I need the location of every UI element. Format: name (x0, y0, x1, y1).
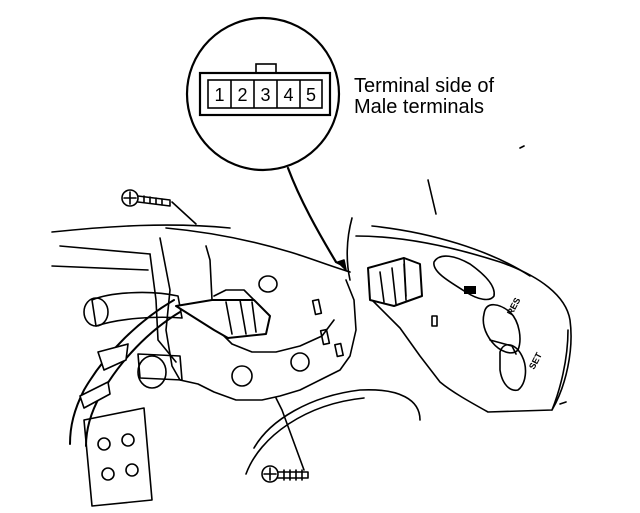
wheel-rim-outer (245, 397, 365, 475)
leader-line (286, 166, 346, 268)
pin-1-label: 1 (214, 85, 224, 105)
hub-slot-1 (311, 298, 323, 316)
terminal-caption: Terminal side of Male terminals (354, 76, 494, 118)
set-button (499, 344, 527, 392)
lower-plate (83, 407, 153, 507)
harness-clip-lower (79, 381, 111, 409)
plate-hole-4 (125, 463, 139, 477)
connector-ridge (403, 257, 407, 297)
harness-clip (97, 343, 129, 371)
hub-edge (165, 227, 351, 273)
pin-5-label: 5 (306, 85, 316, 105)
column-block (137, 353, 183, 381)
left-connector-ribs (225, 299, 257, 335)
res-button-label: RES (505, 296, 523, 317)
left-connector-latch (213, 289, 255, 301)
plate-hole-2 (121, 433, 135, 447)
hub-outline-top (51, 224, 231, 233)
pin-4-label: 4 (283, 85, 293, 105)
housing-slot (431, 315, 438, 327)
harness-connector-left (175, 299, 271, 339)
hub-hole-1 (258, 275, 278, 293)
housing-right-edge (551, 329, 569, 411)
caption-line-2: Male terminals (354, 96, 485, 118)
connector-face: 1 2 3 4 5 (198, 63, 332, 117)
connector-inner (207, 79, 323, 109)
leader-arrowhead (337, 259, 347, 271)
plate-hole-3 (101, 467, 115, 481)
hub-left-wall (149, 253, 177, 363)
hub-slot-2 (319, 328, 331, 346)
rim-line-lower (51, 265, 149, 271)
hub-slot-3 (334, 342, 344, 358)
housing-top-edge (371, 225, 531, 277)
upper-button-slot (464, 286, 476, 294)
cover-curve (346, 217, 353, 281)
lower-screw (261, 465, 309, 483)
pin-3-label: 3 (260, 85, 270, 105)
pin-2-label: 2 (237, 85, 247, 105)
cover-line-right (427, 179, 437, 215)
cruise-switch-housing (355, 235, 572, 413)
caption-line-1: Terminal side of (354, 75, 495, 97)
upper-screw-guide (171, 201, 197, 225)
hub-inner-frame (205, 245, 335, 353)
upper-button (433, 255, 495, 301)
wheel-rim-inner (253, 389, 421, 449)
lower-screw-guide (275, 397, 305, 471)
set-button-label: SET (527, 350, 544, 371)
wire-harness-b (69, 299, 175, 445)
hub-hole-3 (231, 365, 253, 387)
hub-hole-2 (290, 352, 310, 372)
column-cylinder (137, 355, 167, 389)
rim-line-upper (59, 245, 151, 255)
upper-screw (121, 189, 171, 207)
column-boss (83, 297, 109, 327)
edge-marks (519, 145, 567, 405)
column-bracket (91, 291, 183, 327)
plate-hole-1 (97, 437, 111, 451)
